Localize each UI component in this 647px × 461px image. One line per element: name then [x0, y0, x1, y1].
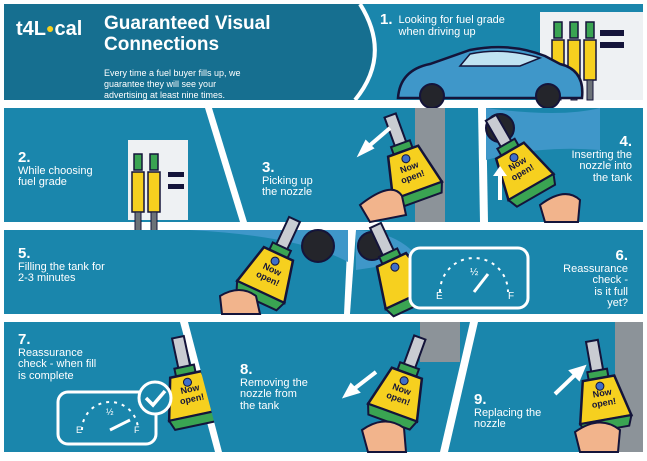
step-5-caption: 5. Filling the tank for 2-3 minutes: [18, 245, 105, 285]
step-2-caption: 2. While choosing fuel grade: [18, 149, 93, 189]
header-panel: [4, 4, 375, 100]
gauge-empty-label: E: [436, 291, 443, 302]
gauge-half-label: ½: [470, 267, 479, 278]
step-4-caption: 4. Inserting the nozzle into the tank: [571, 133, 632, 184]
step-6-caption: 6. Reassurance check - is it full yet?: [563, 247, 628, 310]
gauge-full-label: F: [508, 291, 515, 302]
step-3-caption: 3. Picking up the nozzle: [262, 159, 313, 199]
step-9-caption: 9. Replacing the nozzle: [474, 391, 542, 431]
check-circle-icon: [137, 380, 173, 416]
fuel-gauge: [408, 246, 530, 310]
step-8-caption: 8. Removing the nozzle from the tank: [240, 361, 308, 412]
step-7-caption: 7. Reassurance check - when fill is comp…: [18, 331, 97, 382]
fuel-gauge-full: [56, 390, 158, 446]
logo-pin-icon: ●: [46, 20, 55, 36]
gauge7-half-label: ½: [106, 407, 114, 417]
gauge7-full-label: F: [134, 425, 140, 435]
gauge7-empty-label: E: [76, 425, 83, 435]
t4local-logo: t4L●cal: [16, 18, 83, 40]
